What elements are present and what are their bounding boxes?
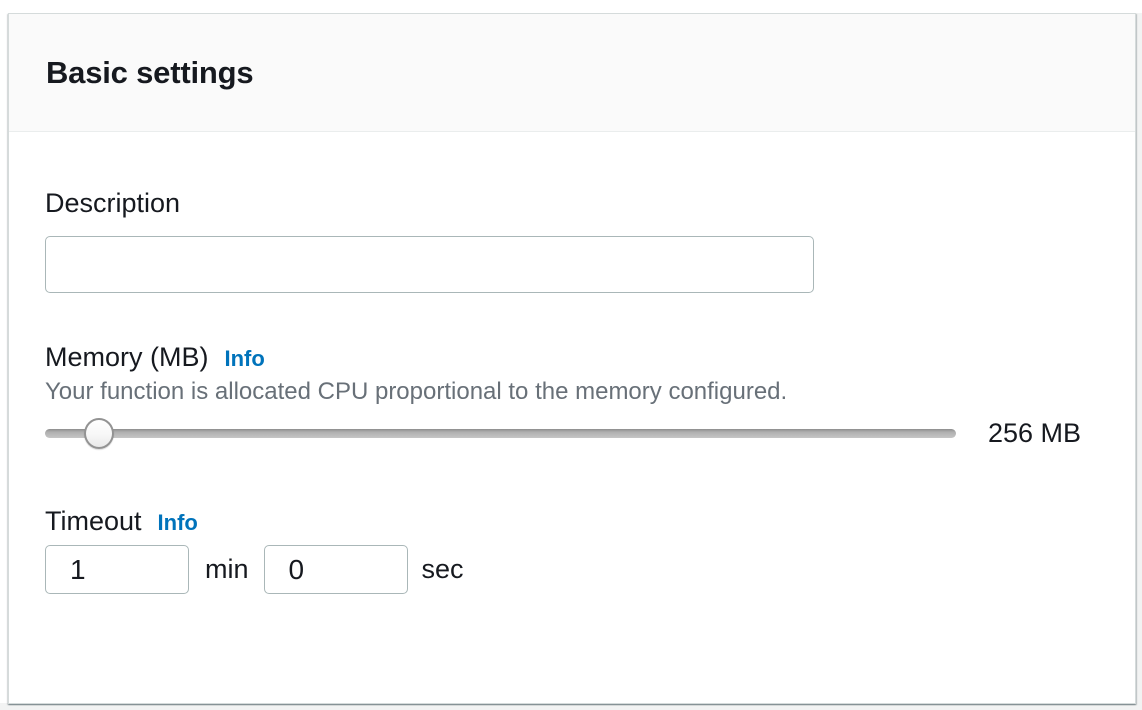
timeout-seconds-unit: sec (421, 554, 464, 584)
memory-value: 256 MB (988, 418, 1082, 448)
timeout-label: Timeout (45, 506, 142, 536)
memory-field-header: Memory (MB) Info (45, 341, 265, 373)
memory-label: Memory (MB) (45, 342, 209, 372)
description-input[interactable] (45, 236, 814, 293)
basic-settings-card: Basic settings Description Memory (MB) I… (8, 13, 1136, 704)
description-field-header: Description (45, 187, 180, 219)
page-left-margin (0, 0, 8, 703)
card-header: Basic settings (9, 14, 1135, 132)
timeout-seconds-input[interactable] (263, 545, 408, 594)
timeout-field-header: Timeout Info (45, 505, 198, 537)
timeout-minutes-input[interactable] (45, 545, 189, 594)
page-top-margin (0, 0, 1142, 13)
memory-helper-text: Your function is allocated CPU proportio… (45, 378, 788, 405)
timeout-minutes-unit: min (205, 554, 249, 584)
timeout-info-link[interactable]: Info (157, 510, 198, 535)
memory-slider-thumb[interactable] (84, 418, 114, 449)
timeout-inputs-row: min sec (45, 545, 464, 594)
memory-slider-track[interactable] (45, 429, 956, 438)
description-label: Description (45, 188, 181, 218)
memory-info-link[interactable]: Info (224, 346, 265, 371)
card-title: Basic settings (46, 54, 254, 90)
